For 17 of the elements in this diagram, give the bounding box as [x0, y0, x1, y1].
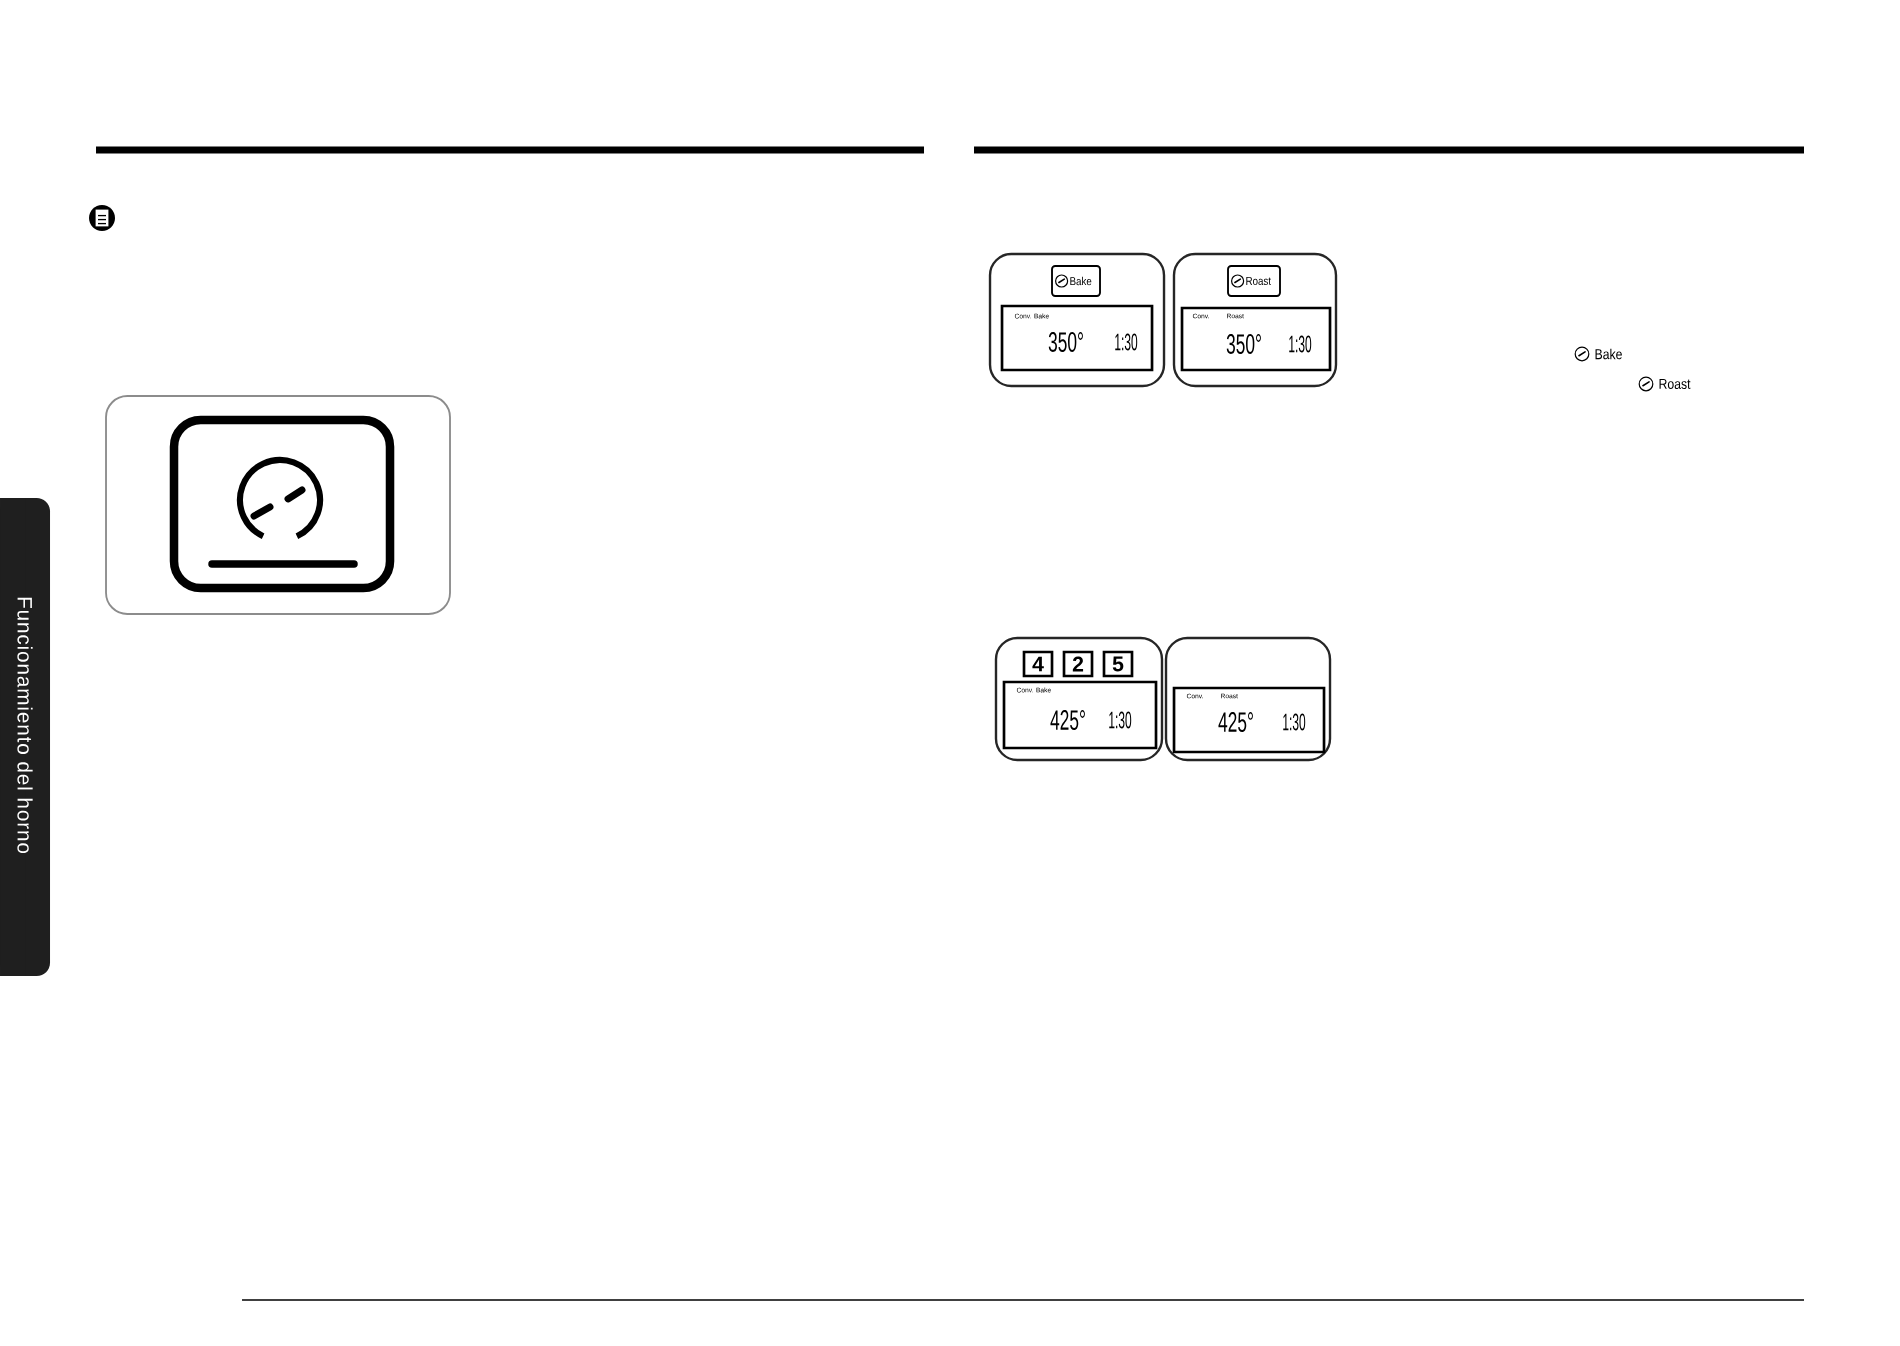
temperature-readout: 350° — [1226, 334, 1261, 354]
time-readout: 1:30 — [1109, 711, 1132, 729]
time-readout: 1:30 — [1115, 333, 1138, 351]
time-readout: 1:30 — [1289, 335, 1312, 353]
control-panel — [994, 636, 1164, 762]
number-key: 2 — [1062, 650, 1094, 678]
section-tab: Funcionamiento del horno — [0, 498, 50, 976]
temperature-readout: 425° — [1218, 712, 1253, 732]
temperature-readout: 350° — [1048, 332, 1083, 352]
number-key: 5 — [1102, 650, 1134, 678]
time-readout: 1:30 — [1283, 713, 1306, 731]
number-key: 4 — [1022, 650, 1054, 678]
control-panel — [988, 252, 1166, 388]
control-panel — [1164, 636, 1332, 762]
icon-card — [105, 395, 451, 615]
control-panel — [1172, 252, 1338, 388]
temperature-readout: 425° — [1050, 710, 1085, 730]
